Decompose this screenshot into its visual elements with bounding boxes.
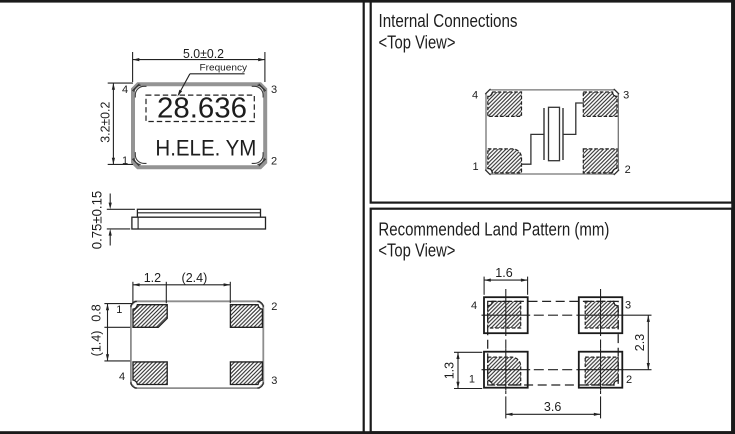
svg-text:28.636: 28.636 <box>157 93 247 125</box>
svg-text:2.3: 2.3 <box>633 334 647 351</box>
svg-text:1.3: 1.3 <box>443 362 457 379</box>
svg-text:0.75±0.15: 0.75±0.15 <box>90 191 105 250</box>
svg-text:1: 1 <box>116 304 122 316</box>
svg-text:4: 4 <box>119 371 125 383</box>
svg-text:3.6: 3.6 <box>544 400 561 414</box>
svg-text:1: 1 <box>122 155 128 167</box>
svg-text:Internal Connections: Internal Connections <box>379 11 518 31</box>
svg-text:<Top View>: <Top View> <box>379 33 456 53</box>
svg-text:4: 4 <box>471 300 477 312</box>
svg-text:4: 4 <box>122 84 128 96</box>
svg-text:Recommended Land Pattern (mm): Recommended Land Pattern (mm) <box>378 220 609 240</box>
svg-text:1.2: 1.2 <box>144 271 161 285</box>
svg-text:3: 3 <box>625 299 631 311</box>
svg-text:3: 3 <box>271 375 277 387</box>
svg-text:(1.4): (1.4) <box>89 331 103 357</box>
svg-text:3: 3 <box>623 89 629 101</box>
svg-text:2: 2 <box>625 164 631 176</box>
svg-text:1: 1 <box>469 374 475 386</box>
svg-text:3.2±0.2: 3.2±0.2 <box>98 102 112 143</box>
svg-text:Frequency: Frequency <box>200 61 248 72</box>
svg-text:0.8: 0.8 <box>89 304 103 321</box>
svg-text:1: 1 <box>473 161 479 173</box>
svg-text:4: 4 <box>472 89 478 101</box>
svg-text:5.0±0.2: 5.0±0.2 <box>183 47 224 61</box>
svg-text:3: 3 <box>271 84 277 96</box>
svg-text:<Top View>: <Top View> <box>378 241 455 261</box>
svg-text:2: 2 <box>271 156 277 168</box>
svg-text:H.ELE. YM: H.ELE. YM <box>155 136 256 161</box>
svg-text:2: 2 <box>271 301 277 313</box>
svg-text:2: 2 <box>626 374 632 386</box>
svg-text:1.6: 1.6 <box>495 266 512 280</box>
svg-text:(2.4): (2.4) <box>182 271 208 285</box>
